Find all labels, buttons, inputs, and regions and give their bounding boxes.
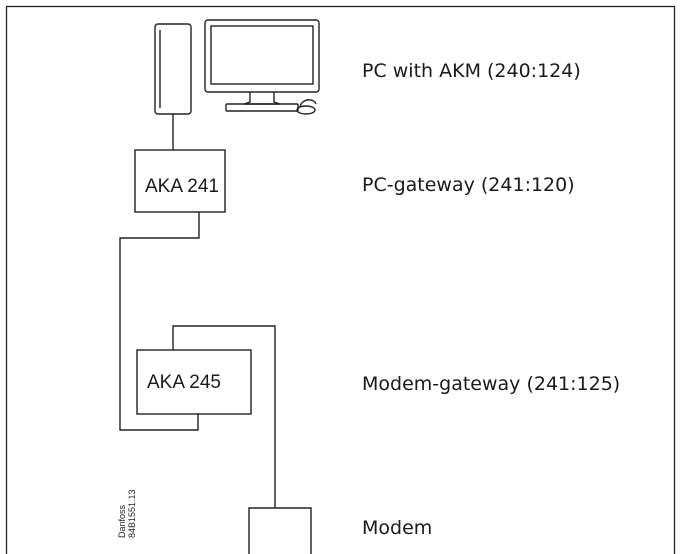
credit-line-2: 84B1551.13 (127, 489, 137, 538)
modem-box (248, 507, 312, 554)
mouse-icon (296, 99, 317, 115)
aka245-label: AKA 245 (147, 372, 221, 393)
aka245-box (136, 349, 252, 415)
diagram-frame (5, 5, 676, 554)
modem-link-line (172, 325, 276, 508)
monitor-icon (204, 19, 320, 112)
modem-gateway-label: Modem-gateway (241:125) (362, 373, 621, 395)
pc-gateway-label: PC-gateway (241:120) (362, 174, 575, 196)
credit-line-1: Danfoss (117, 504, 127, 538)
aka241-label: AKA 241 (145, 176, 219, 197)
bus-line (119, 212, 200, 431)
modem-label: Modem (362, 517, 433, 539)
pc-tower-icon (154, 23, 192, 115)
aka241-box (134, 149, 226, 213)
pc-label: PC with AKM (240:124) (362, 60, 581, 82)
